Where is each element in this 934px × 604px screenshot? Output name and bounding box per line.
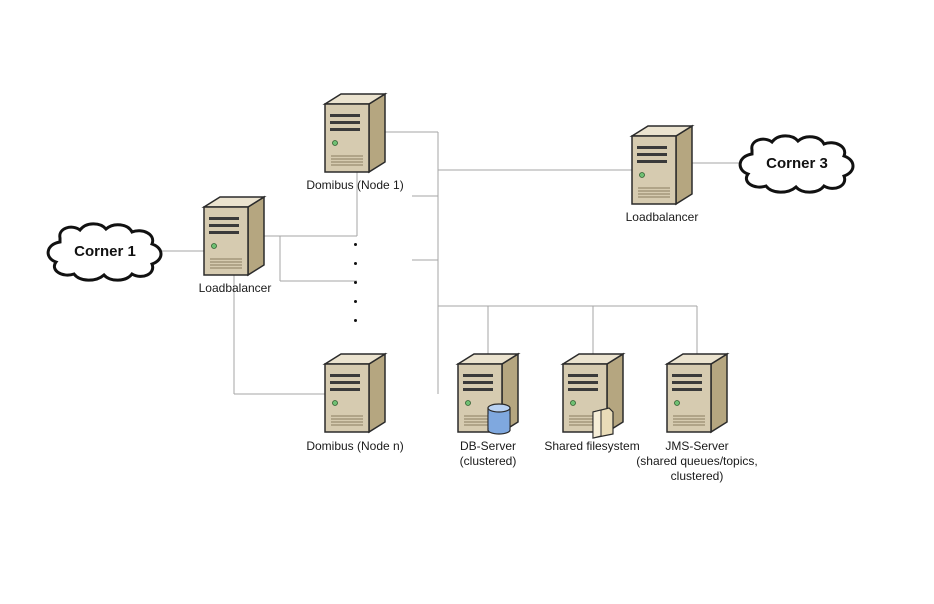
cloud-icon-corner3 — [738, 134, 855, 194]
ellipsis-dot — [354, 319, 357, 322]
db-server-label-line1: DB-Server — [459, 439, 516, 453]
db-server-label-line2: (clustered) — [459, 454, 517, 468]
jms-server-label: JMS-Server (shared queues/topics, cluste… — [630, 439, 764, 484]
loadbalancer-right-label: Loadbalancer — [625, 210, 699, 224]
cloud-icon-corner1 — [46, 222, 163, 282]
ellipsis-dot — [354, 243, 357, 246]
cloud-corner1-label: Corner 1 — [74, 243, 136, 260]
jms-server-label-line1: JMS-Server — [665, 439, 729, 453]
node1-label: Domibus (Node 1) — [306, 178, 404, 192]
folder-icon — [592, 407, 614, 439]
loadbalancer-left-server-icon — [201, 195, 267, 277]
loadbalancer-left-label: Loadbalancer — [198, 281, 272, 295]
noden-label: Domibus (Node n) — [306, 439, 404, 453]
ellipsis-dot — [354, 281, 357, 284]
jms-server-label-line2: (shared queues/topics, — [636, 454, 758, 468]
shared-filesystem-server-icon — [560, 352, 626, 439]
node1-server-icon — [322, 92, 388, 174]
db-server-label: DB-Server (clustered) — [438, 439, 538, 469]
cloud-corner3-label: Corner 3 — [766, 155, 828, 172]
ellipsis-dot — [354, 300, 357, 303]
db-server-server-icon — [455, 352, 521, 435]
database-cylinder-icon — [487, 403, 511, 435]
ellipsis-dot — [354, 262, 357, 265]
jms-server-label-line3: clustered) — [670, 469, 724, 483]
noden-server-icon — [322, 352, 388, 434]
jms-server-server-icon — [664, 352, 730, 434]
loadbalancer-right-server-icon — [629, 124, 695, 206]
shared-filesystem-label: Shared filesystem — [544, 439, 640, 453]
